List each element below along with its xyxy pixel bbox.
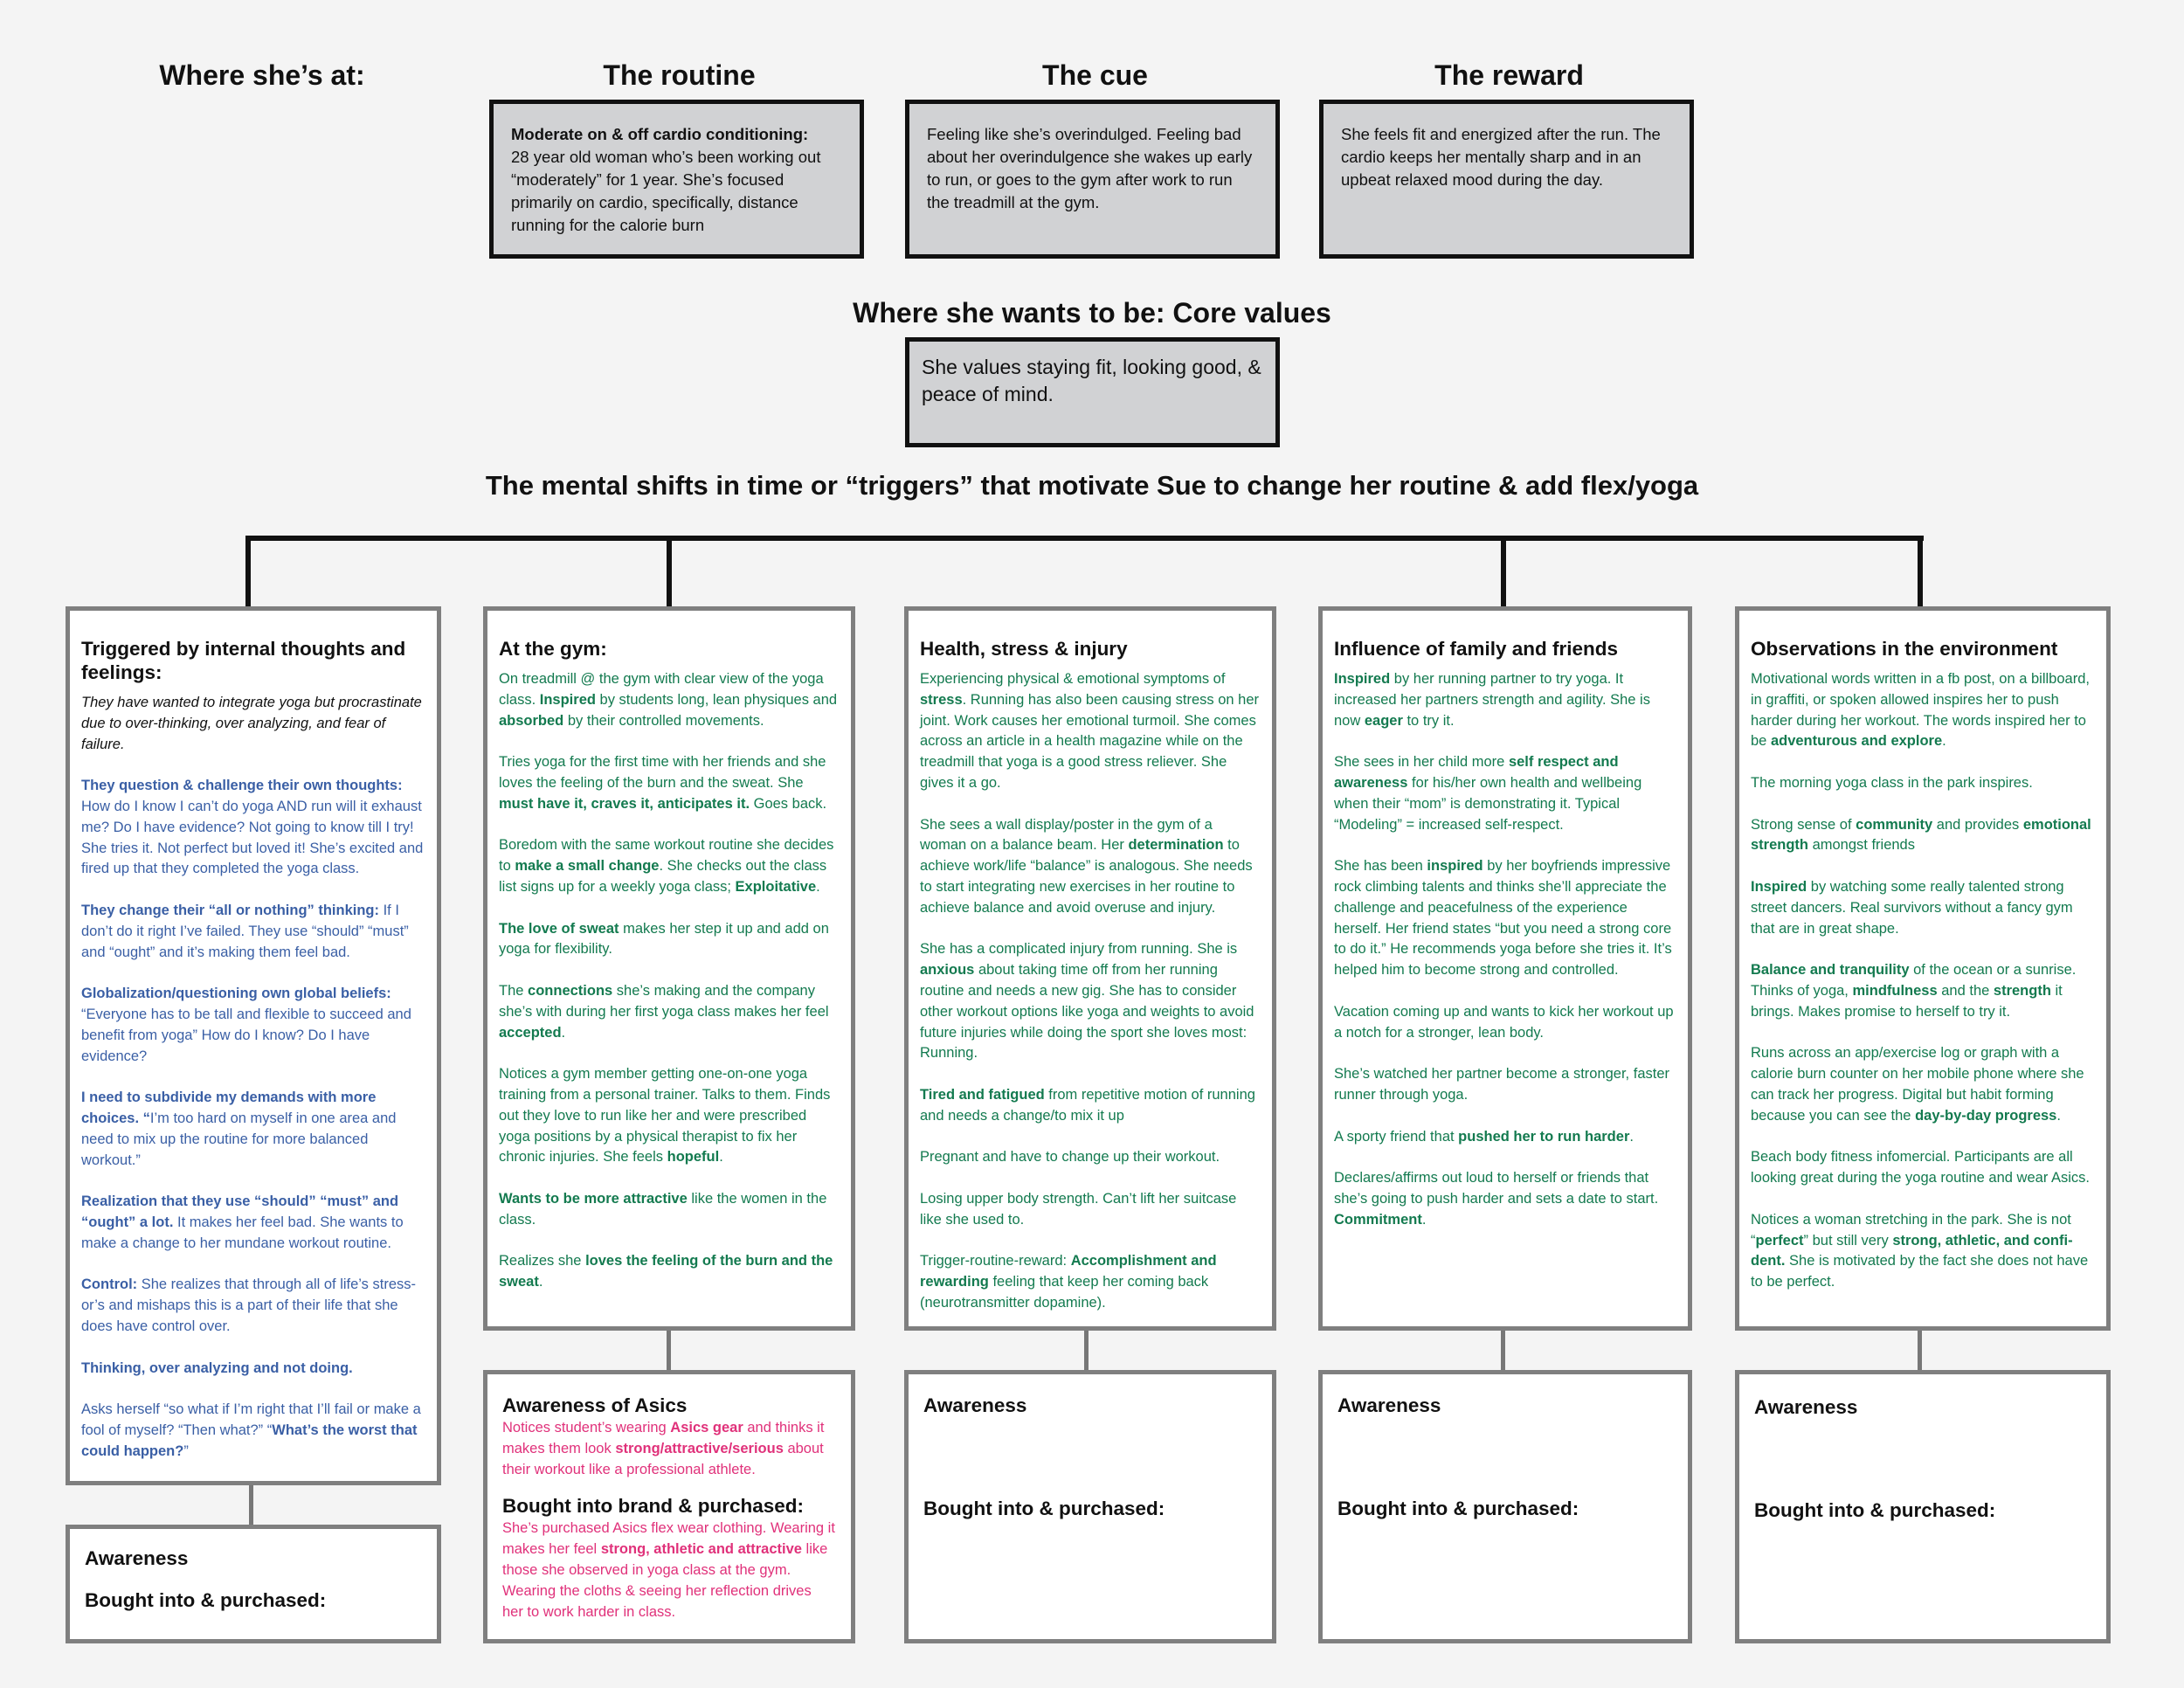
routine-lead: Moderate on & off cardio conditioning: xyxy=(511,125,809,143)
column-environment: Observations in the environment Motivati… xyxy=(1735,606,2111,1331)
tree-connector xyxy=(245,536,251,609)
bought-label: Bought into & purchased: xyxy=(1337,1498,1579,1519)
awareness-box-internal: Awareness Bought into & purchased: xyxy=(66,1525,441,1643)
column-title: Influence of family and friends xyxy=(1334,638,1619,660)
awareness-label: Awareness xyxy=(1337,1394,1441,1416)
awareness-label: Awareness of Asics xyxy=(502,1394,688,1416)
awareness-box-family: Awareness Bought into & purchased: xyxy=(1318,1370,1692,1643)
cue-heading: The cue xyxy=(1042,59,1148,91)
column-family-friends: Influence of family and friends Inspired… xyxy=(1318,606,1692,1331)
awareness-label: Awareness xyxy=(923,1394,1027,1416)
trigger-paragraph: Motivational words written in a fb post,… xyxy=(1751,671,2090,750)
bought-label: Bought into & purchased: xyxy=(85,1589,327,1611)
awareness-connector xyxy=(1084,1331,1089,1373)
trigger-paragraph: Notices a woman stretching in the park. … xyxy=(1751,1211,2089,1290)
trigger-paragraph: The morning yoga class in the park inspi… xyxy=(1751,774,2033,791)
trigger-paragraph: Beach body fitness infomercial. Particip… xyxy=(1751,1149,2090,1186)
awareness-connector xyxy=(1918,1331,1922,1373)
tree-connector-horizontal xyxy=(245,536,1924,541)
trigger-paragraph: Boredom with the same workout routine sh… xyxy=(499,837,834,895)
trigger-paragraph: Inspired by her running partner to try y… xyxy=(1334,671,1650,729)
trigger-paragraph: She has been inspired by her boyfriends … xyxy=(1334,858,1672,979)
column-health-stress-injury: Health, stress & injury Experiencing phy… xyxy=(904,606,1276,1331)
trigger-paragraph: Thinking, over analyzing and not doing. xyxy=(81,1359,353,1376)
trigger-paragraph: She sees a wall display/poster in the gy… xyxy=(920,816,1253,916)
tree-connector xyxy=(667,536,672,609)
awareness-box-environment: Awareness Bought into & purchased: xyxy=(1735,1370,2111,1643)
trigger-paragraph: Wants to be more attractive like the wom… xyxy=(499,1190,827,1228)
trigger-paragraph: Realization that they use “should” “must… xyxy=(81,1193,404,1251)
tree-connector xyxy=(1918,536,1923,609)
awareness-text: Notices student’s wearing Asics gear and… xyxy=(502,1420,825,1477)
trigger-paragraph: Inspired by watching some really talente… xyxy=(1751,878,2073,937)
trigger-paragraph: Tries yoga for the first time with her f… xyxy=(499,754,827,812)
awareness-connector xyxy=(667,1331,671,1373)
cue-text: Feeling like she’s overindulged. Feeling… xyxy=(927,125,1253,211)
routine-box: Moderate on & off cardio conditioning: 2… xyxy=(489,100,864,259)
trigger-paragraph: Runs across an app/exercise log or graph… xyxy=(1751,1045,2084,1124)
column-title: At the gym: xyxy=(499,638,607,660)
core-values-text: She values staying fit, looking good, & … xyxy=(922,356,1261,405)
column-at-the-gym: At the gym: On treadmill @ the gym with … xyxy=(483,606,855,1331)
trigger-paragraph: Declares/affirms out loud to herself or … xyxy=(1334,1170,1659,1228)
bought-label: Bought into & purchased: xyxy=(923,1498,1165,1519)
reward-heading: The reward xyxy=(1434,59,1584,91)
routine-text: 28 year old woman who’s been working out… xyxy=(511,148,821,234)
column-internal-thoughts: Triggered by internal thoughts and feeli… xyxy=(66,606,441,1485)
bought-text: She’s purchased Asics flex wear clothing… xyxy=(502,1520,835,1620)
core-values-heading: Where she wants to be: Core values xyxy=(853,297,1331,329)
awareness-label: Awareness xyxy=(1754,1396,1858,1418)
awareness-connector xyxy=(1501,1331,1505,1373)
column-body: On treadmill @ the gym with clear view o… xyxy=(499,669,840,1293)
trigger-paragraph: A sporty friend that pushed her to run h… xyxy=(1334,1128,1634,1145)
trigger-paragraph: They question & challenge their own thou… xyxy=(81,778,424,877)
cue-box: Feeling like she’s overindulged. Feeling… xyxy=(905,100,1280,259)
column-body: Experiencing physical & emotional sympto… xyxy=(920,669,1261,1314)
trigger-paragraph: The love of sweat makes her step it up a… xyxy=(499,920,829,958)
trigger-paragraph: Balance and tranquility of the ocean or … xyxy=(1751,962,2077,1020)
reward-text: She feels fit and energized after the ru… xyxy=(1341,125,1661,189)
trigger-paragraph: On treadmill @ the gym with clear view o… xyxy=(499,671,838,729)
trigger-paragraph: Control: She realizes that through all o… xyxy=(81,1276,417,1334)
trigger-paragraph: Tired and fatigued from repetitive motio… xyxy=(920,1086,1255,1124)
column-title: Observations in the environment xyxy=(1751,638,2058,660)
trigger-paragraph: She has a complicated injury from runnin… xyxy=(920,941,1254,1062)
column-body: Inspired by her running partner to try y… xyxy=(1334,669,1676,1231)
trigger-paragraph: She sees in her child more self respect … xyxy=(1334,754,1642,833)
trigger-paragraph: Globalization/questioning own global bel… xyxy=(81,986,411,1064)
shifts-heading: The mental shifts in time or “triggers” … xyxy=(485,470,1699,501)
column-title: Health, stress & injury xyxy=(920,638,1128,660)
column-subtitle: They have wanted to integrate yoga but p… xyxy=(81,695,422,752)
awareness-label: Awareness xyxy=(85,1547,189,1569)
trigger-paragraph: She’s watched her partner become a stron… xyxy=(1334,1066,1669,1103)
bought-label: Bought into & purchased: xyxy=(1754,1499,1996,1521)
column-title: Triggered by internal thoughts and feeli… xyxy=(81,638,406,683)
trigger-paragraph: Strong sense of community and provides e… xyxy=(1751,816,2091,854)
awareness-box-health: Awareness Bought into & purchased: xyxy=(904,1370,1276,1643)
trigger-paragraph: Notices a gym member getting one-on-one … xyxy=(499,1066,831,1166)
awareness-box-gym: Awareness of Asics Notices student’s wea… xyxy=(483,1370,855,1643)
reward-box: She feels fit and energized after the ru… xyxy=(1319,100,1694,259)
where-at-heading: Where she’s at: xyxy=(159,59,365,91)
trigger-paragraph: Realizes she loves the feeling of the bu… xyxy=(499,1253,833,1290)
trigger-paragraph: Asks herself “so what if I’m right that … xyxy=(81,1401,421,1459)
trigger-paragraph: Vacation coming up and wants to kick her… xyxy=(1334,1003,1674,1041)
trigger-paragraph: Pregnant and have to change up their wor… xyxy=(920,1149,1220,1166)
core-values-box: She values staying fit, looking good, & … xyxy=(905,337,1280,447)
column-body: They question & challenge their own thou… xyxy=(81,776,425,1462)
trigger-paragraph: Losing upper body strength. Can’t lift h… xyxy=(920,1190,1237,1228)
awareness-connector xyxy=(249,1485,253,1527)
routine-heading: The routine xyxy=(603,59,756,91)
trigger-paragraph: They change their “all or nothing” think… xyxy=(81,902,409,960)
trigger-paragraph: I need to subdivide my demands with more… xyxy=(81,1090,397,1168)
trigger-paragraph: Experiencing physical & emotional sympto… xyxy=(920,671,1260,791)
bought-label: Bought into brand & purchased: xyxy=(502,1495,804,1518)
column-body: Motivational words written in a fb post,… xyxy=(1751,669,2095,1293)
trigger-paragraph: The connections she’s making and the com… xyxy=(499,982,829,1041)
trigger-paragraph: Trigger-routine-reward: Accomplishment a… xyxy=(920,1253,1217,1311)
tree-connector xyxy=(1501,536,1506,609)
